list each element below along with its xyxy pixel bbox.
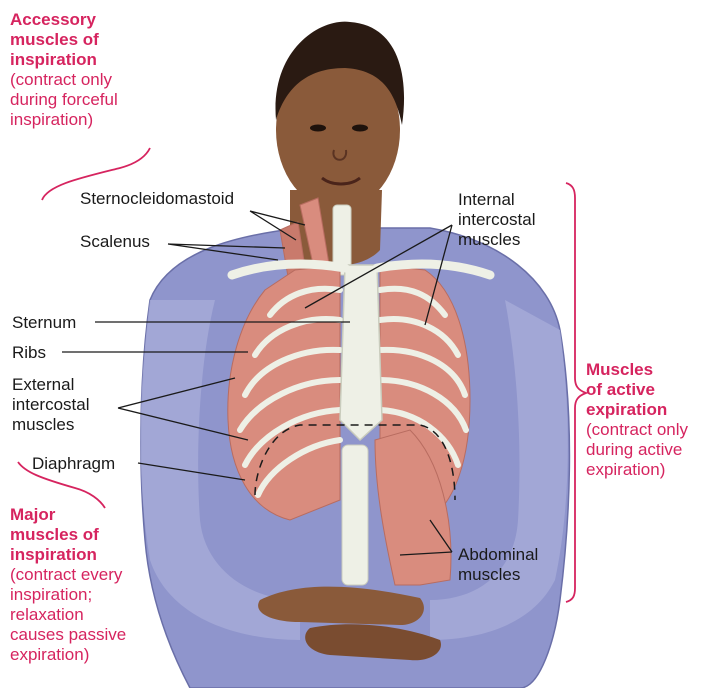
active-expiration-title-line-3: expiration bbox=[586, 400, 688, 420]
accessory-muscles-group: Accessory muscles of inspiration (contra… bbox=[10, 10, 118, 130]
label-ribs: Ribs bbox=[12, 343, 46, 363]
label-internal-intercostal: Internal intercostal muscles bbox=[458, 190, 535, 250]
abdominal-line-1: Abdominal bbox=[458, 545, 538, 565]
external-intercostal-line-3: muscles bbox=[12, 415, 89, 435]
label-scalenus: Scalenus bbox=[80, 232, 150, 252]
active-expiration-note-line-2: during active bbox=[586, 440, 688, 460]
active-expiration-group: Muscles of active expiration (contract o… bbox=[586, 360, 688, 480]
right-eye bbox=[352, 125, 368, 132]
label-sternum: Sternum bbox=[12, 313, 76, 333]
label-abdominal: Abdominal muscles bbox=[458, 545, 538, 585]
internal-intercostal-line-1: Internal bbox=[458, 190, 535, 210]
external-intercostal-line-2: intercostal bbox=[12, 395, 89, 415]
active-expiration-bracket bbox=[566, 183, 586, 602]
accessory-title-line-1: Accessory bbox=[10, 10, 118, 30]
accessory-title-line-2: muscles of bbox=[10, 30, 118, 50]
left-eye bbox=[310, 125, 326, 132]
lumbar-spine bbox=[342, 445, 368, 585]
internal-intercostal-line-3: muscles bbox=[458, 230, 535, 250]
label-sternocleidomastoid: Sternocleidomastoid bbox=[80, 189, 234, 209]
label-diaphragm: Diaphragm bbox=[32, 454, 115, 474]
accessory-note-line-2: during forceful bbox=[10, 90, 118, 110]
active-expiration-title-line-1: Muscles bbox=[586, 360, 688, 380]
major-title-line-1: Major bbox=[10, 505, 126, 525]
accessory-title-line-3: inspiration bbox=[10, 50, 118, 70]
label-external-intercostal: External intercostal muscles bbox=[12, 375, 89, 435]
accessory-note-line-1: (contract only bbox=[10, 70, 118, 90]
active-expiration-note-line-1: (contract only bbox=[586, 420, 688, 440]
major-note-line-3: relaxation bbox=[10, 605, 126, 625]
active-expiration-title-line-2: of active bbox=[586, 380, 688, 400]
internal-intercostal-line-2: intercostal bbox=[458, 210, 535, 230]
major-muscles-group: Major muscles of inspiration (contract e… bbox=[10, 505, 126, 665]
major-title-line-3: inspiration bbox=[10, 545, 126, 565]
active-expiration-note-line-3: expiration) bbox=[586, 460, 688, 480]
major-note-line-2: inspiration; bbox=[10, 585, 126, 605]
abdominal-line-2: muscles bbox=[458, 565, 538, 585]
sternum-bone bbox=[340, 265, 382, 440]
major-note-line-1: (contract every bbox=[10, 565, 126, 585]
major-title-line-2: muscles of bbox=[10, 525, 126, 545]
major-note-line-5: expiration) bbox=[10, 645, 126, 665]
accessory-note-line-3: inspiration) bbox=[10, 110, 118, 130]
major-note-line-4: causes passive bbox=[10, 625, 126, 645]
external-intercostal-line-1: External bbox=[12, 375, 89, 395]
